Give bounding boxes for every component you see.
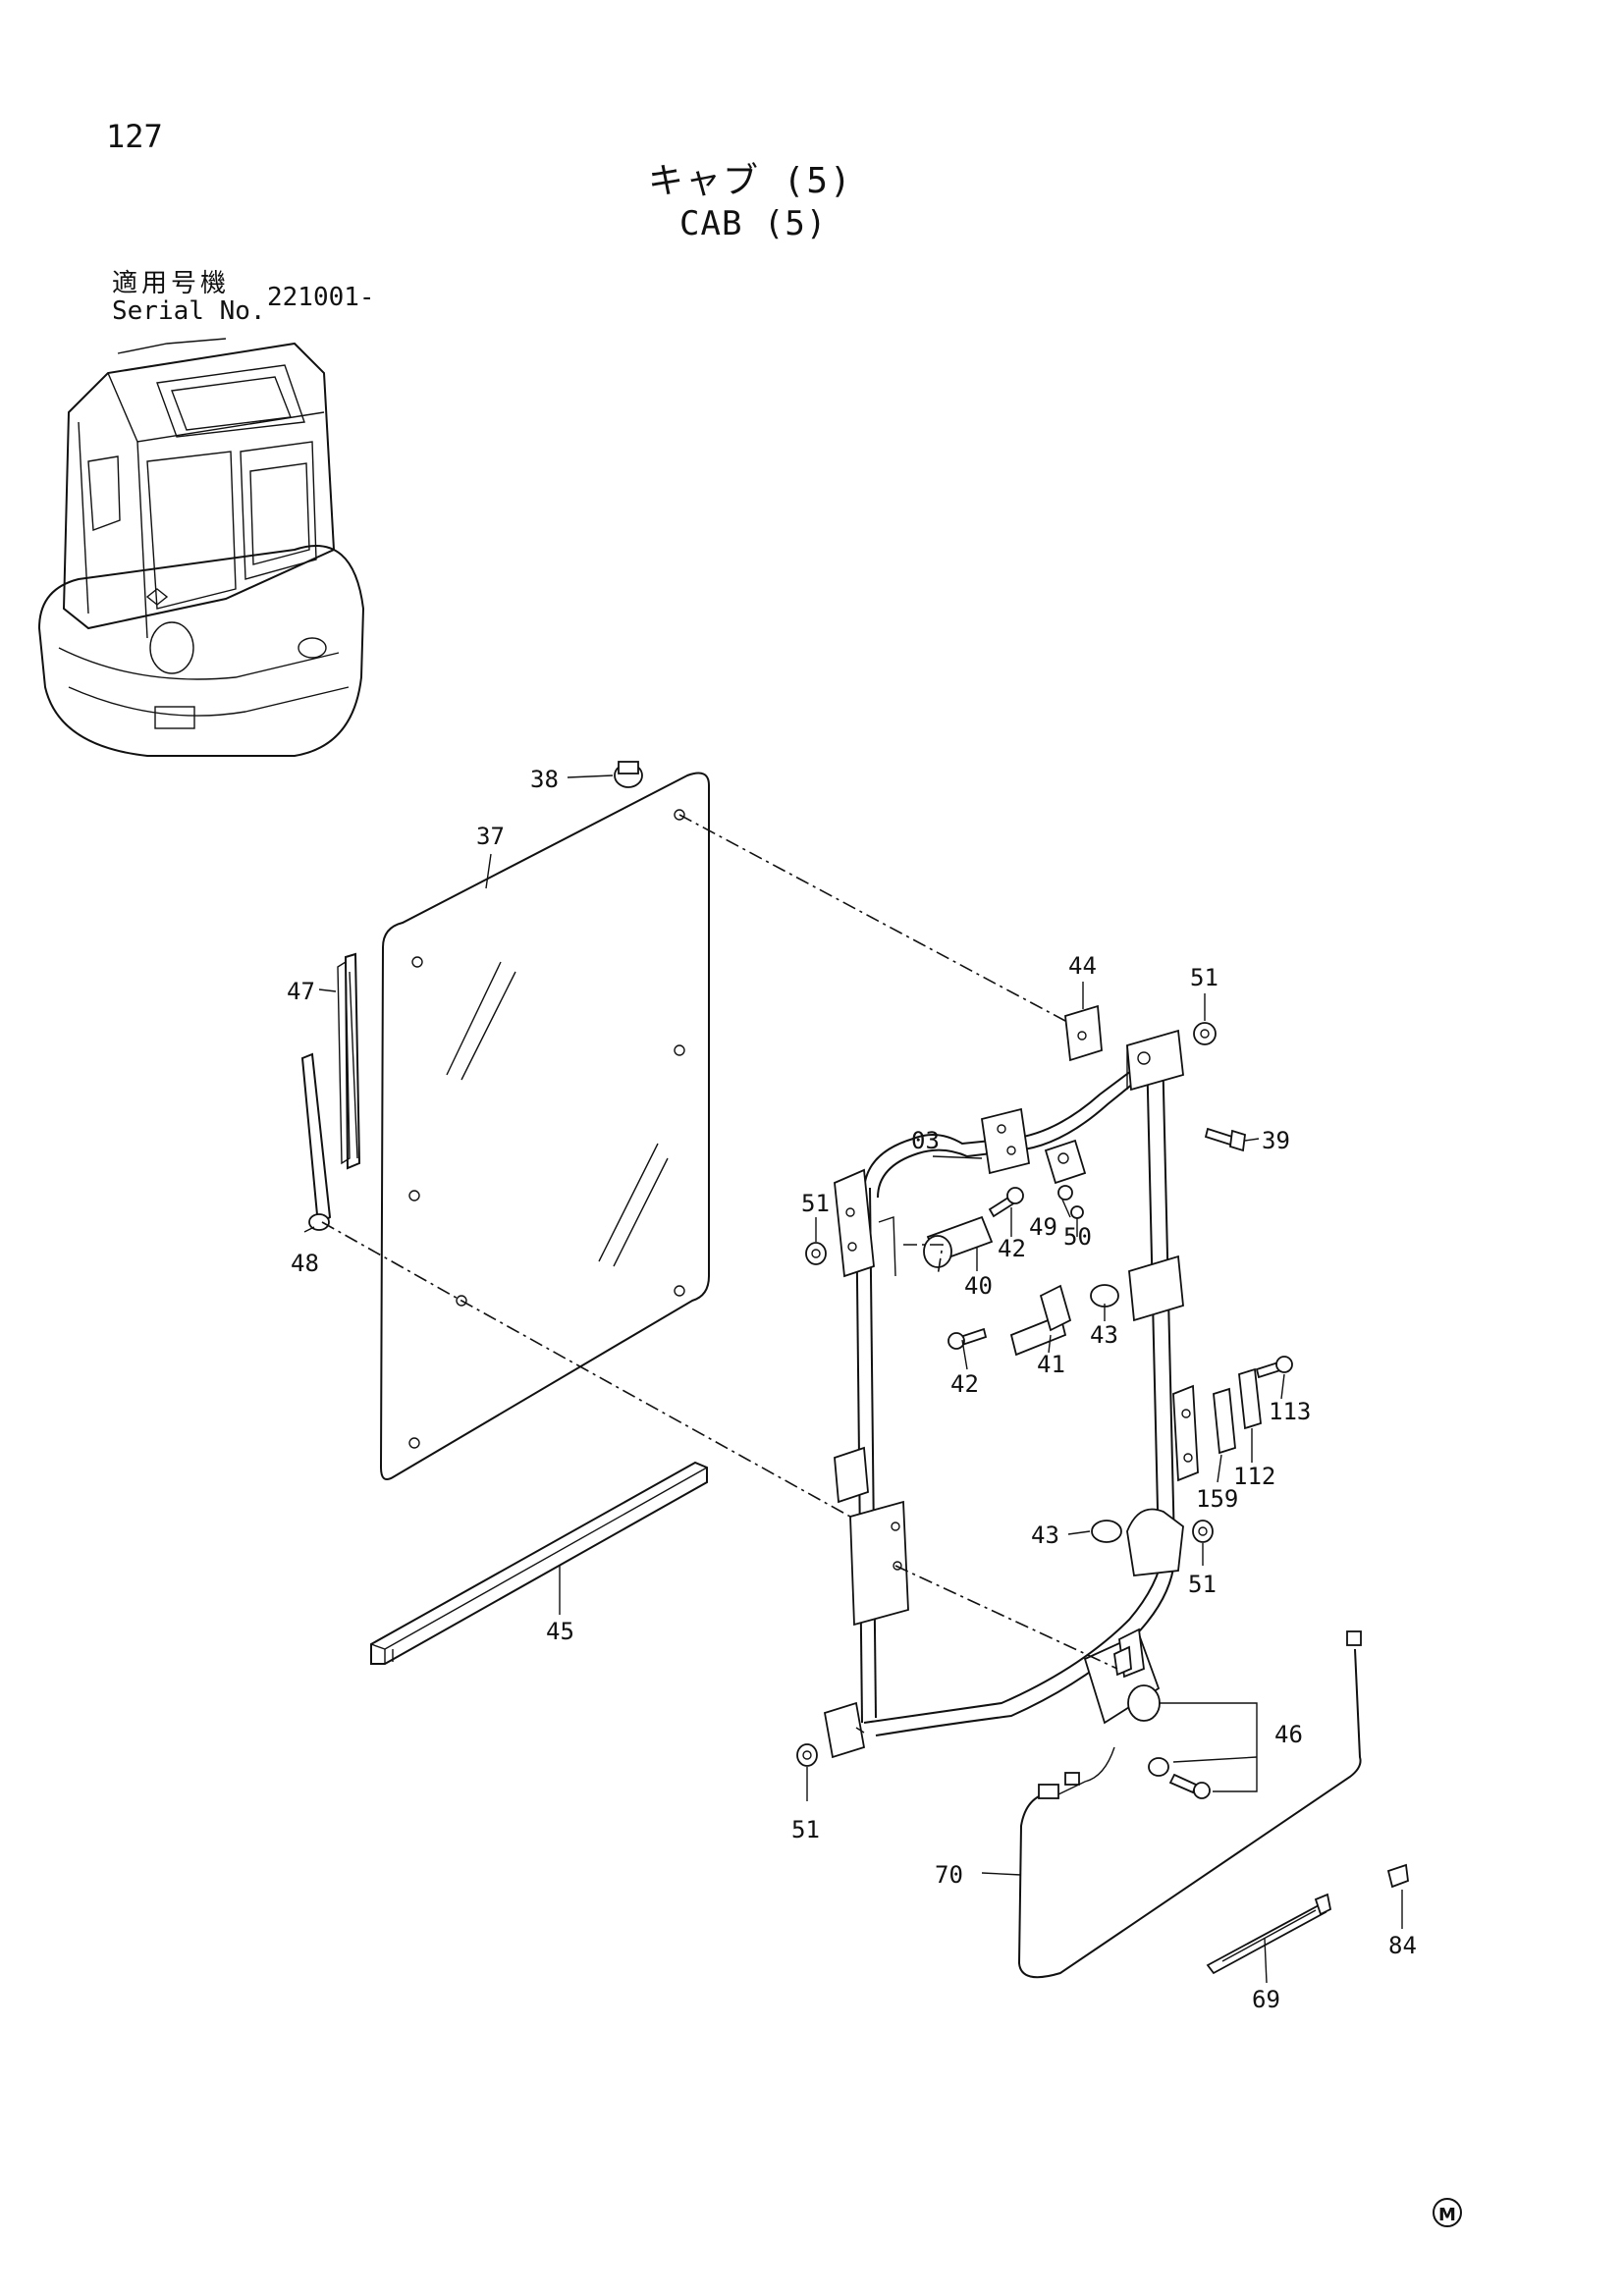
callout-50: 50 [1063, 1223, 1092, 1251]
bottom-glass-rail [370, 1461, 708, 1665]
callout-51-bottom: 51 [791, 1816, 820, 1843]
page-title-english: CAB (5) [679, 204, 828, 243]
door-glass-panel [379, 772, 710, 1480]
circled-m-mark: M [1433, 2198, 1462, 2227]
serial-label-english: Serial No. [112, 296, 266, 326]
page-title-japanese: キャブ (5) [648, 161, 853, 201]
callout-39: 39 [1262, 1127, 1290, 1154]
wiper-blade [337, 952, 361, 1170]
callout-47: 47 [287, 978, 315, 1005]
callout-03: 03 [911, 1127, 940, 1154]
callout-48: 48 [291, 1250, 319, 1277]
page-number: 127 [106, 118, 163, 155]
callout-51-top: 51 [1190, 964, 1218, 991]
callout-49: 49 [1029, 1213, 1057, 1241]
window-frame-assembly [823, 1029, 1199, 1759]
small-hardware-parts [614, 761, 1409, 1979]
callout-40: 40 [964, 1272, 993, 1300]
callout-42-lower: 42 [950, 1370, 979, 1398]
callout-70: 70 [935, 1861, 963, 1889]
callout-42-upper: 42 [998, 1235, 1026, 1262]
wiper-arm [300, 1052, 332, 1231]
callout-41: 41 [1037, 1351, 1065, 1378]
callout-69: 69 [1252, 1986, 1280, 2013]
callout-45: 45 [546, 1618, 574, 1645]
callout-37: 37 [476, 823, 505, 850]
callout-112: 112 [1233, 1463, 1275, 1490]
callout-44: 44 [1068, 952, 1097, 980]
callout-38: 38 [530, 766, 559, 793]
latch-assembly [923, 1139, 1087, 1357]
callout-46: 46 [1274, 1721, 1303, 1748]
mark-letter: M [1438, 2205, 1456, 2225]
callout-labels: 38 37 47 48 44 51 39 03 51 42 49 50 40 4… [287, 766, 1417, 2013]
alignment-lines [321, 814, 1118, 1670]
serial-label-japanese: 適用号機 [112, 269, 231, 298]
callout-113: 113 [1269, 1398, 1311, 1425]
callout-43-lower: 43 [1031, 1522, 1059, 1549]
callout-43-upper: 43 [1090, 1321, 1118, 1349]
callout-159: 159 [1196, 1485, 1238, 1513]
callout-51-right: 51 [1188, 1571, 1217, 1598]
callout-84: 84 [1388, 1932, 1417, 1959]
leader-lines [303, 774, 1403, 1984]
callout-51-left: 51 [801, 1190, 830, 1217]
serial-number-value: 221001- [267, 283, 375, 312]
cab-thumbnail-illustration [37, 338, 365, 757]
